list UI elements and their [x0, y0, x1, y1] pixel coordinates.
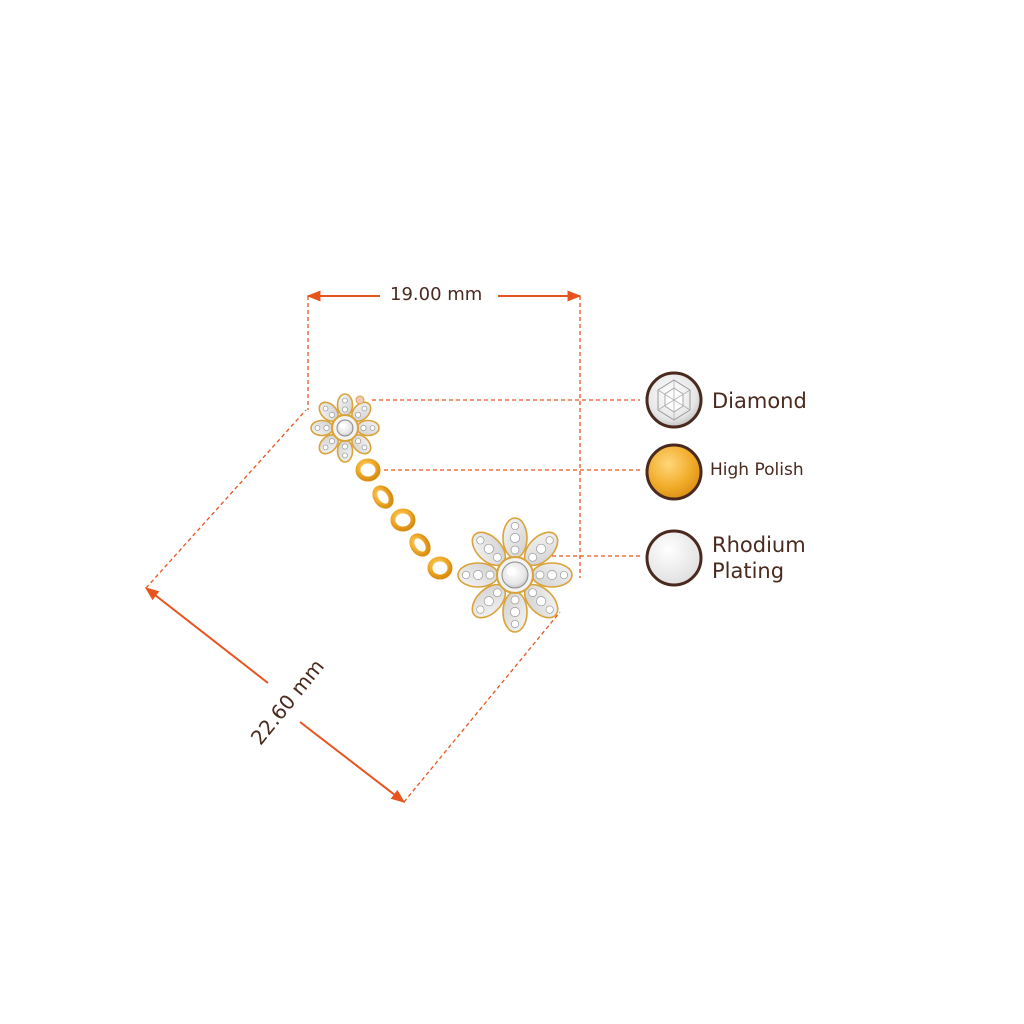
petal	[502, 591, 528, 633]
diamond-swatch-icon	[645, 371, 703, 429]
legend-swatches	[645, 371, 703, 587]
width-dimension-label: 19.00 mm	[384, 284, 489, 305]
length-arrow-upper	[144, 587, 269, 684]
legend-rhodium-label: Rhodium Plating	[712, 533, 806, 584]
petal	[336, 393, 354, 417]
chain-link	[427, 556, 453, 580]
rhodium-swatch-icon	[645, 529, 703, 587]
petal	[318, 434, 339, 455]
chain-link	[372, 485, 394, 509]
legend-leaders	[372, 399, 640, 557]
width-dimension	[306, 290, 582, 578]
gold-swatch-icon	[645, 443, 703, 501]
petal	[356, 419, 380, 437]
accent-stone	[355, 395, 365, 405]
petal	[502, 517, 528, 559]
length-dimension	[144, 409, 561, 803]
petal	[531, 562, 573, 588]
center-diamond	[501, 561, 529, 589]
legend-high-polish-label: High Polish	[710, 460, 804, 480]
large-flower-drop	[457, 517, 573, 633]
center-diamond	[336, 419, 354, 437]
chain-link	[355, 458, 381, 482]
petal	[336, 439, 354, 463]
petal	[471, 531, 507, 567]
petal	[351, 434, 372, 455]
small-flower-stud	[310, 393, 380, 463]
legend-diamond-label: Diamond	[712, 389, 807, 413]
gold-chain	[355, 458, 453, 580]
length-arrow-lower	[299, 721, 406, 803]
petal	[310, 419, 334, 437]
petal	[351, 401, 372, 422]
chain-link	[390, 508, 416, 532]
petal	[523, 583, 559, 619]
chain-link	[409, 533, 431, 557]
length-guide-bottom	[403, 611, 561, 803]
length-guide-top	[145, 409, 307, 589]
petal	[457, 562, 499, 588]
